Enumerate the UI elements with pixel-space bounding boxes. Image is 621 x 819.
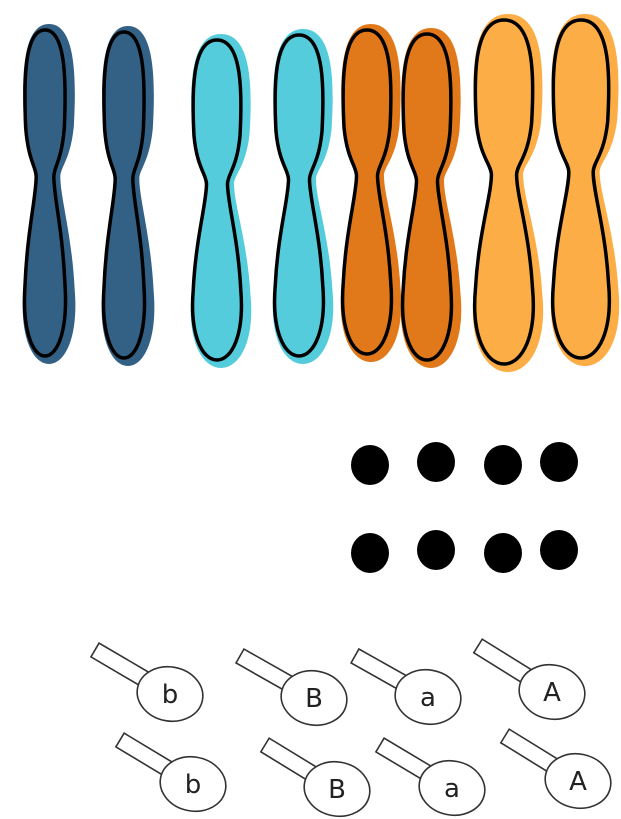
chromosome-fill [102, 26, 155, 366]
chromosome-dark-orange [341, 24, 402, 362]
chromosome-light-orange [473, 14, 543, 372]
black-dot [417, 530, 455, 570]
allele-marker: B [236, 649, 351, 730]
chromosome-group [23, 14, 620, 372]
allele-marker: A [501, 729, 616, 814]
allele-marker: B [261, 738, 375, 819]
allele-marker: A [474, 639, 590, 725]
allele-label: b [185, 770, 202, 800]
chromosome-fill [23, 24, 76, 364]
allele-marker: b [91, 643, 207, 727]
allele-label: a [420, 683, 436, 713]
black-dot [351, 445, 389, 485]
allele-marker: a [351, 649, 465, 729]
chromosome-dark-blue [23, 24, 76, 364]
allele-label: B [305, 684, 323, 714]
chromosome-light-blue [191, 34, 252, 368]
chromosome-light-blue [273, 29, 334, 364]
black-dot [484, 533, 522, 573]
allele-marker: b [116, 733, 231, 817]
allele-label: A [543, 678, 561, 708]
allele-label: B [328, 775, 346, 805]
black-dot [540, 442, 578, 482]
black-dot [540, 530, 578, 570]
allele-marker: a [376, 738, 490, 819]
allele-label: b [162, 680, 179, 710]
allele-label: a [444, 774, 460, 804]
black-dot [484, 445, 522, 485]
chromosome-light-orange [551, 14, 619, 366]
black-dot [351, 533, 389, 573]
dot-grid [351, 442, 578, 573]
chromosome-dark-blue [102, 26, 155, 366]
chromosome-dark-orange [401, 28, 462, 368]
allele-label: A [569, 767, 587, 797]
black-dot [417, 442, 455, 482]
